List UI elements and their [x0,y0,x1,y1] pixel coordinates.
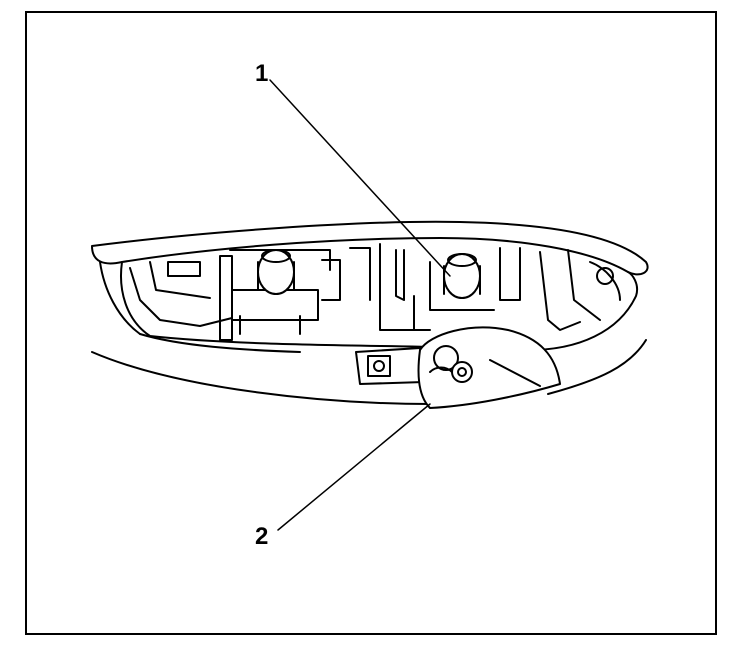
figure-frame [25,11,717,635]
bulb-socket [355,326,561,409]
leader-line-2 [277,403,431,531]
lamp-internals [129,243,621,341]
callout-1-label: 1 [255,60,269,87]
callout-2-label: 2 [255,523,269,550]
leader-line-1 [269,79,451,277]
